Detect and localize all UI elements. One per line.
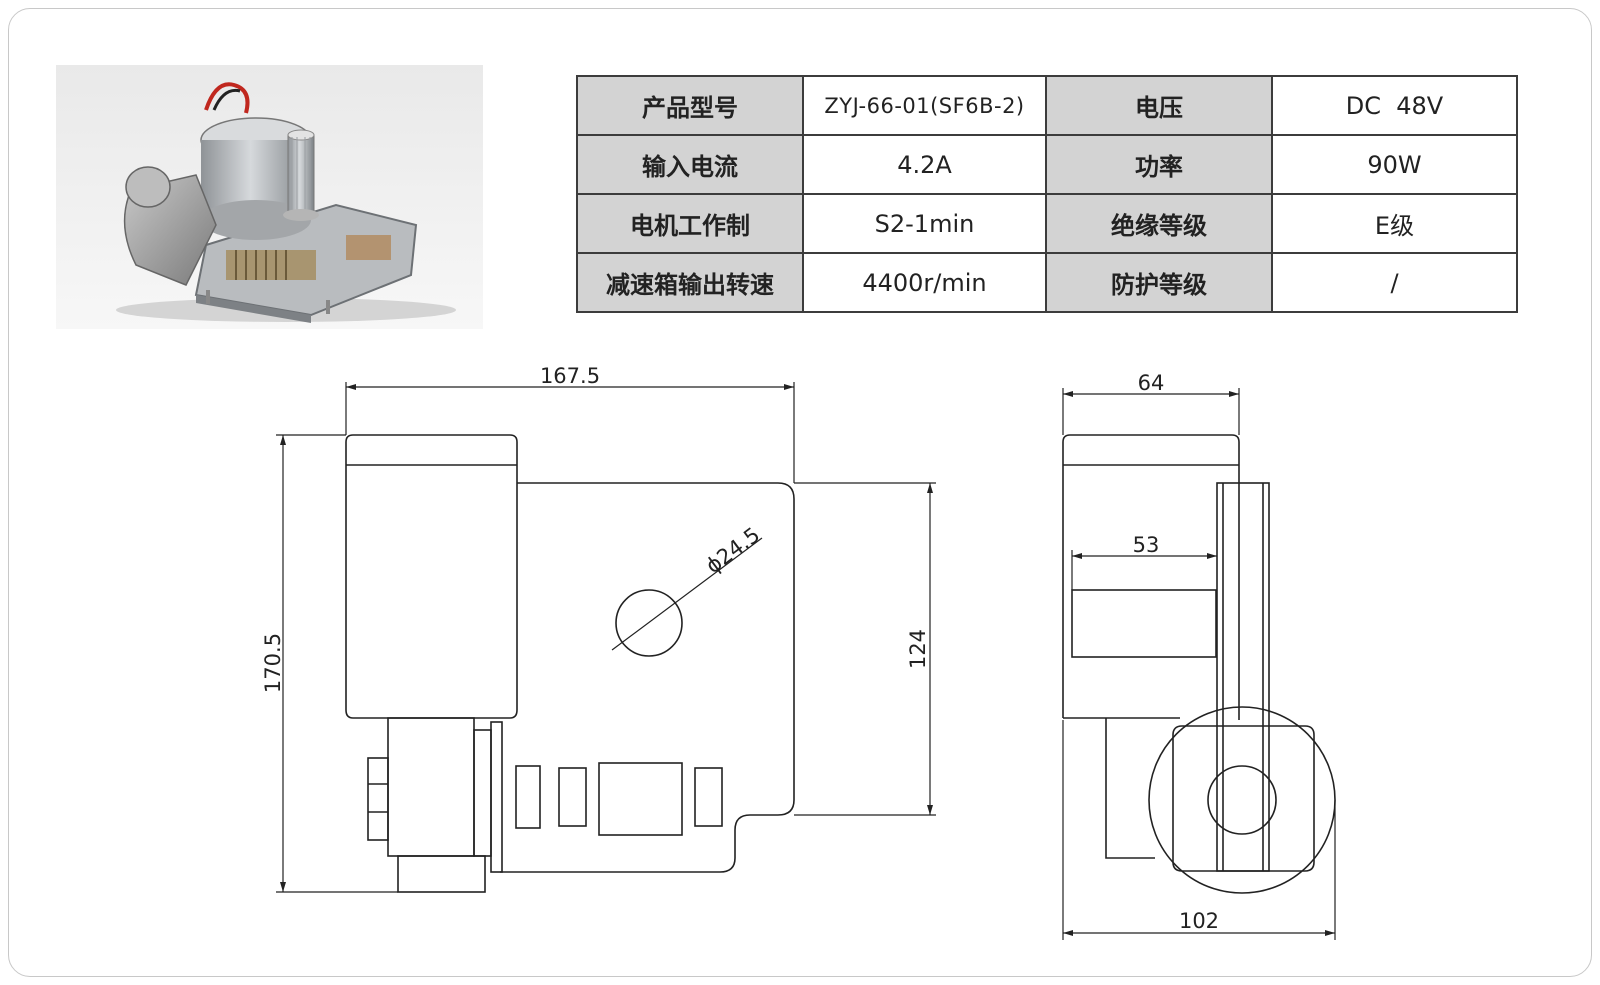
front-arrowheads: [280, 384, 933, 892]
front-view: [345, 434, 795, 893]
spec-value: 4.2A: [802, 134, 1047, 195]
spec-label: 功率: [1045, 134, 1273, 195]
spec-table: 产品型号 ZYJ-66-01(SF6B-2) 电压 DC 48V 输入电流 4.…: [576, 75, 1518, 313]
table-row: 输入电流 4.2A 功率 90W: [576, 134, 1518, 195]
front-height-label: 170.5: [261, 633, 285, 693]
product-photo: [56, 65, 483, 329]
spec-value: E级: [1271, 193, 1518, 254]
side-width-label: 64: [1138, 371, 1165, 395]
spec-label: 防护等级: [1045, 252, 1273, 313]
spec-label: 输入电流: [576, 134, 804, 195]
side-arrowheads: [1063, 391, 1335, 936]
table-row: 产品型号 ZYJ-66-01(SF6B-2) 电压 DC 48V: [576, 75, 1518, 136]
spec-label: 电机工作制: [576, 193, 804, 254]
spec-label: 产品型号: [576, 75, 804, 136]
side-bottom-label: 102: [1179, 909, 1219, 933]
side-view: [1062, 434, 1336, 894]
spec-value: S2-1min: [802, 193, 1047, 254]
hole-diameter-label: ϕ24.5: [701, 523, 764, 578]
front-width-label: 167.5: [540, 364, 600, 388]
table-row: 减速箱输出转速 4400r/min 防护等级 /: [576, 252, 1518, 313]
spec-value: ZYJ-66-01(SF6B-2): [802, 75, 1047, 136]
spec-value: /: [1271, 252, 1518, 313]
plate-height-label: 124: [906, 629, 930, 669]
spec-value: 4400r/min: [802, 252, 1047, 313]
side-dimension-lines: [1062, 388, 1336, 940]
spec-value: DC 48V: [1271, 75, 1518, 136]
spec-label: 电压: [1045, 75, 1273, 136]
table-row: 电机工作制 S2-1min 绝缘等级 E级: [576, 193, 1518, 254]
spec-label: 减速箱输出转速: [576, 252, 804, 313]
spec-label: 绝缘等级: [1045, 193, 1273, 254]
front-dimension-lines: [276, 382, 936, 893]
spec-value: 90W: [1271, 134, 1518, 195]
side-inner-label: 53: [1133, 533, 1160, 557]
